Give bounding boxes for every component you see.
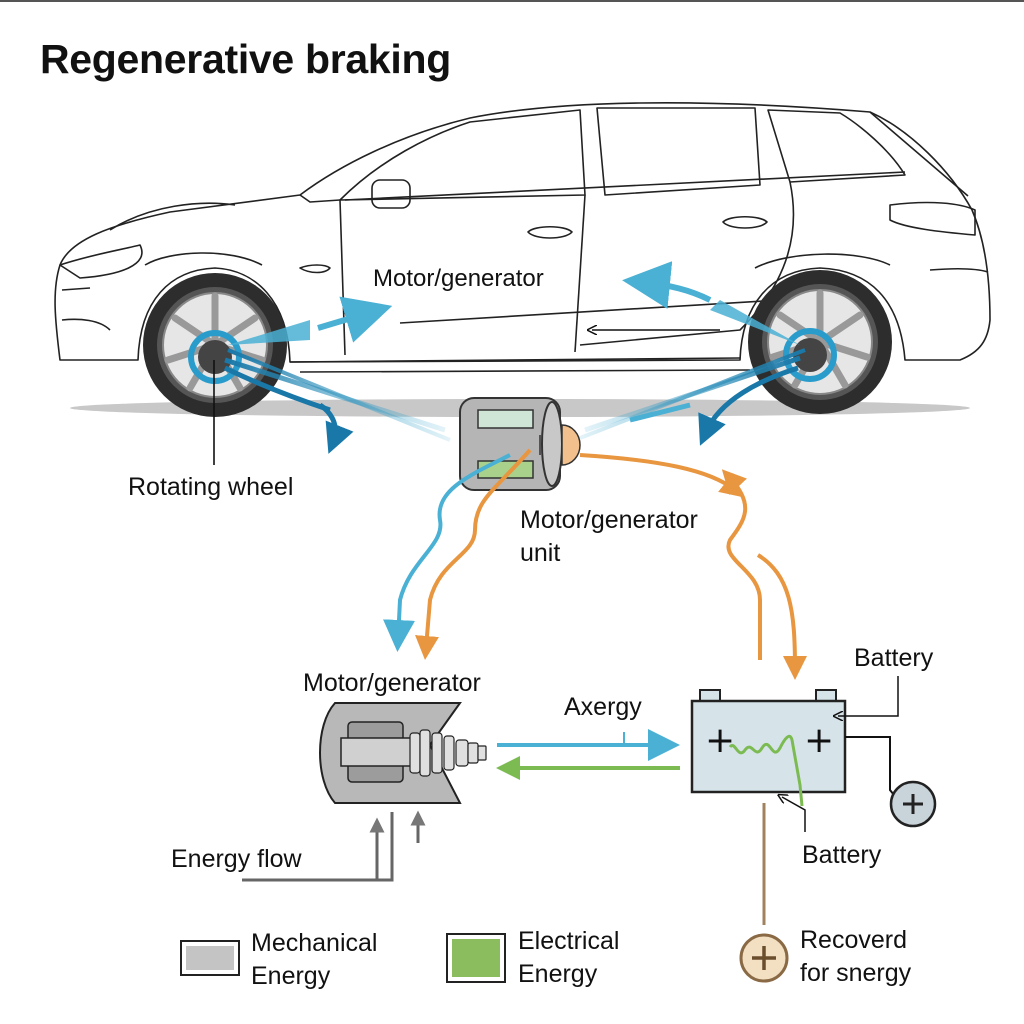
front-wheel-energy-arrows (223, 296, 451, 454)
unit-to-motor-flows (383, 448, 532, 660)
plus-terminal-icon (889, 780, 937, 828)
recovered-energy-icon (739, 933, 789, 983)
battery-plus-left-icon: + (705, 720, 735, 761)
rear-wheel (748, 270, 892, 414)
lower-motor-generator-icon (319, 702, 487, 804)
legend-label-electrical-line1: Electrical (518, 927, 620, 955)
unit-label-line2: unit (520, 539, 561, 567)
top-border (0, 0, 1024, 2)
page-title: Regenerative braking (40, 36, 451, 82)
energy-flow-label: Energy flow (171, 845, 302, 873)
battery-bottom-label: Battery (802, 841, 882, 869)
legend-label-mechanical-line2: Energy (251, 962, 331, 990)
battery-wire (845, 736, 899, 801)
battery-icon (690, 689, 847, 807)
legend-swatch-mechanical-fill (186, 946, 234, 970)
legend-label-mechanical-line1: Mechanical (251, 929, 378, 957)
battery-plus-right-icon: + (804, 720, 834, 761)
legend-swatch-mechanical (180, 940, 240, 976)
lower-motor-generator-label: Motor/generator (303, 669, 481, 697)
battery-top-label: Battery (854, 644, 934, 672)
battery-top-callout (838, 676, 899, 716)
energy-flow-arrows (242, 810, 426, 882)
car-motor-generator-label: Motor/generator (373, 265, 544, 292)
recovered-label-line1: Recoverd (800, 926, 907, 954)
legend-label-electrical-line2: Energy (518, 960, 598, 988)
unit-to-battery-flows (579, 453, 807, 680)
front-wheel (143, 273, 287, 417)
legend-swatch-electrical-fill (452, 939, 500, 977)
rotating-wheel-label: Rotating wheel (128, 473, 294, 501)
legend-swatch-electrical (446, 933, 506, 983)
axergy-label: Axergy (564, 693, 642, 721)
recovered-label-line2: for snergy (800, 959, 912, 987)
battery-bottom-callout (782, 797, 806, 832)
unit-label-line1: Motor/generator (520, 506, 698, 534)
rear-wheel-energy-arrows (579, 261, 806, 446)
